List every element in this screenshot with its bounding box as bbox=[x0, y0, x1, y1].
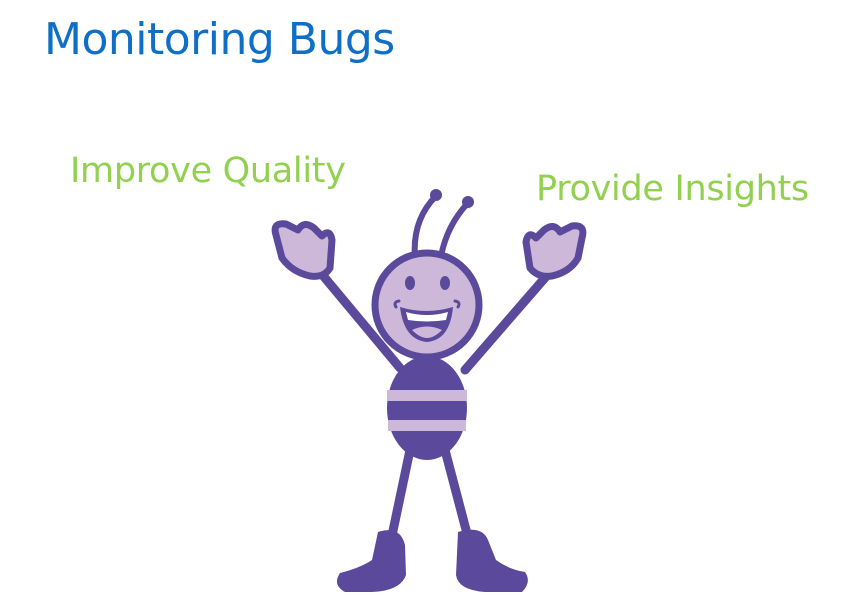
bug-head bbox=[371, 249, 483, 361]
slide-title: Monitoring Bugs bbox=[44, 14, 395, 65]
bug-mascot-icon bbox=[271, 189, 587, 592]
bug-legs bbox=[385, 445, 475, 550]
bug-feet bbox=[336, 529, 528, 592]
bug-left-hand bbox=[271, 220, 336, 280]
bug-body bbox=[387, 356, 467, 460]
label-improve-quality: Improve Quality bbox=[70, 151, 346, 191]
bug-arms bbox=[315, 267, 555, 375]
label-provide-insights: Provide Insights bbox=[536, 169, 809, 209]
bug-right-hand bbox=[522, 222, 587, 280]
